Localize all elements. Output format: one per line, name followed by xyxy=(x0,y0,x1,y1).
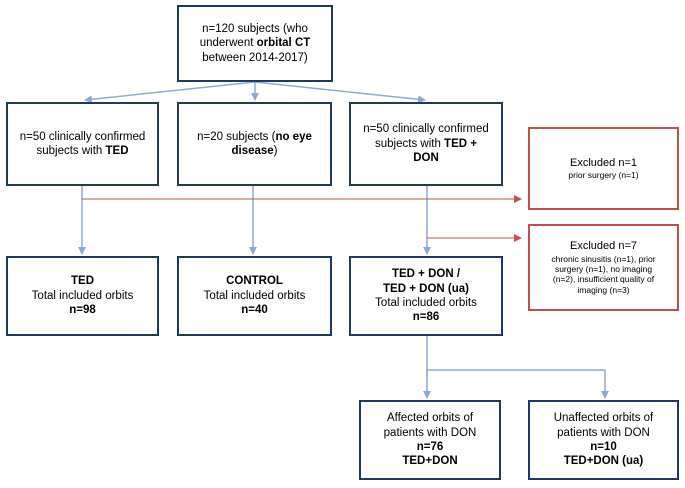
ted-subjects-line1: n=50 clinically confirmed xyxy=(19,130,146,143)
total-subjects-line3: between 2014-2017) xyxy=(202,51,308,64)
don-subjects-line2: subjects with TED + xyxy=(375,137,477,151)
control-subjects-line1-text: n=20 subjects ( xyxy=(197,130,276,143)
unaffected-orbits-box: Unaffected orbits of patients with DON n… xyxy=(528,400,679,480)
don-orbits-title2: TED + DON (ua) xyxy=(383,282,469,295)
excluded-2-line3: (n=2), insufficient quality of xyxy=(552,274,655,285)
don-orbits-count: n=86 xyxy=(412,311,440,324)
don-subjects-line1: n=50 clinically confirmed xyxy=(363,123,489,136)
orbital-ct-label: orbital CT xyxy=(256,37,311,50)
excluded-box-1: Excluded n=1 prior surgery (n=1) xyxy=(528,127,679,210)
ted-orbits-count: n=98 xyxy=(69,304,96,317)
excluded-1-title: Excluded n=1 xyxy=(570,156,637,169)
excluded-1-detail: prior surgery (n=1) xyxy=(568,170,639,181)
don-orbits-label: Total included orbits xyxy=(375,297,477,309)
no-eye-label: no eye xyxy=(275,130,312,143)
don-subjects-box: n=50 clinically confirmed subjects with … xyxy=(349,102,503,186)
control-subjects-paren: ) xyxy=(273,145,278,157)
unaffected-group: TED+DON (ua) xyxy=(563,455,644,468)
control-subjects-box: n=20 subjects (no eye disease) xyxy=(177,102,332,186)
ted-subjects-line2-text: subjects with xyxy=(36,145,106,157)
ted-subjects-line2: subjects with TED xyxy=(36,144,128,158)
control-orbits-count: n=40 xyxy=(241,304,268,317)
control-subjects-line2: disease) xyxy=(231,144,277,158)
affected-count: n=76 xyxy=(416,441,444,453)
total-subjects-line2-text: underwent xyxy=(199,37,257,50)
ted-subjects-box: n=50 clinically confirmed subjects with … xyxy=(6,102,159,186)
unaffected-line2: patients with DON xyxy=(557,426,650,439)
arrow-top-to-ted xyxy=(84,81,256,104)
don-orbits-title1: TED + DON / xyxy=(391,268,461,281)
control-orbits-box: CONTROL Total included orbits n=40 xyxy=(177,256,332,336)
total-subjects-line2: underwent orbital CT xyxy=(200,36,311,50)
unaffected-count: n=10 xyxy=(590,441,617,453)
unaffected-line1: Unaffected orbits of xyxy=(553,412,654,425)
ted-orbits-box: TED Total included orbits n=98 xyxy=(6,256,159,336)
control-orbits-title: CONTROL xyxy=(226,275,283,288)
affected-line1: Affected orbits of xyxy=(386,412,474,425)
excluded-2-line2: surgery (n=1), no imaging xyxy=(554,264,653,275)
excluded-2-title: Excluded n=7 xyxy=(570,240,637,253)
affected-orbits-box: Affected orbits of patients with DON n=7… xyxy=(359,400,501,480)
don-label: DON xyxy=(413,152,439,165)
excluded-box-2: Excluded n=7 chronic sinusitis (n=1), pr… xyxy=(528,224,679,311)
don-subjects-line2-text: subjects with xyxy=(375,137,445,150)
control-orbits-label: Total included orbits xyxy=(203,289,306,302)
disease-label: disease xyxy=(231,145,274,157)
ted-label: TED xyxy=(105,145,129,157)
total-subjects-box: n=120 subjects (who underwent orbital CT… xyxy=(177,5,333,82)
ted-orbits-title: TED xyxy=(71,275,94,288)
ted-plus-label: TED + xyxy=(444,137,477,150)
excluded-2-line4: imaging (n=3) xyxy=(577,284,630,295)
total-subjects-line1: n=120 subjects (who xyxy=(202,22,308,35)
ted-orbits-label: Total included orbits xyxy=(31,289,134,302)
arrow-top-to-don xyxy=(254,81,426,104)
control-subjects-line1: n=20 subjects (no eye xyxy=(197,130,312,144)
affected-line2: patients with DON xyxy=(383,426,477,439)
affected-group: TED+DON xyxy=(402,455,458,468)
don-orbits-box: TED + DON / TED + DON (ua) Total include… xyxy=(349,256,503,336)
excluded-2-line1: chronic sinusitis (n=1), prior xyxy=(551,254,656,264)
